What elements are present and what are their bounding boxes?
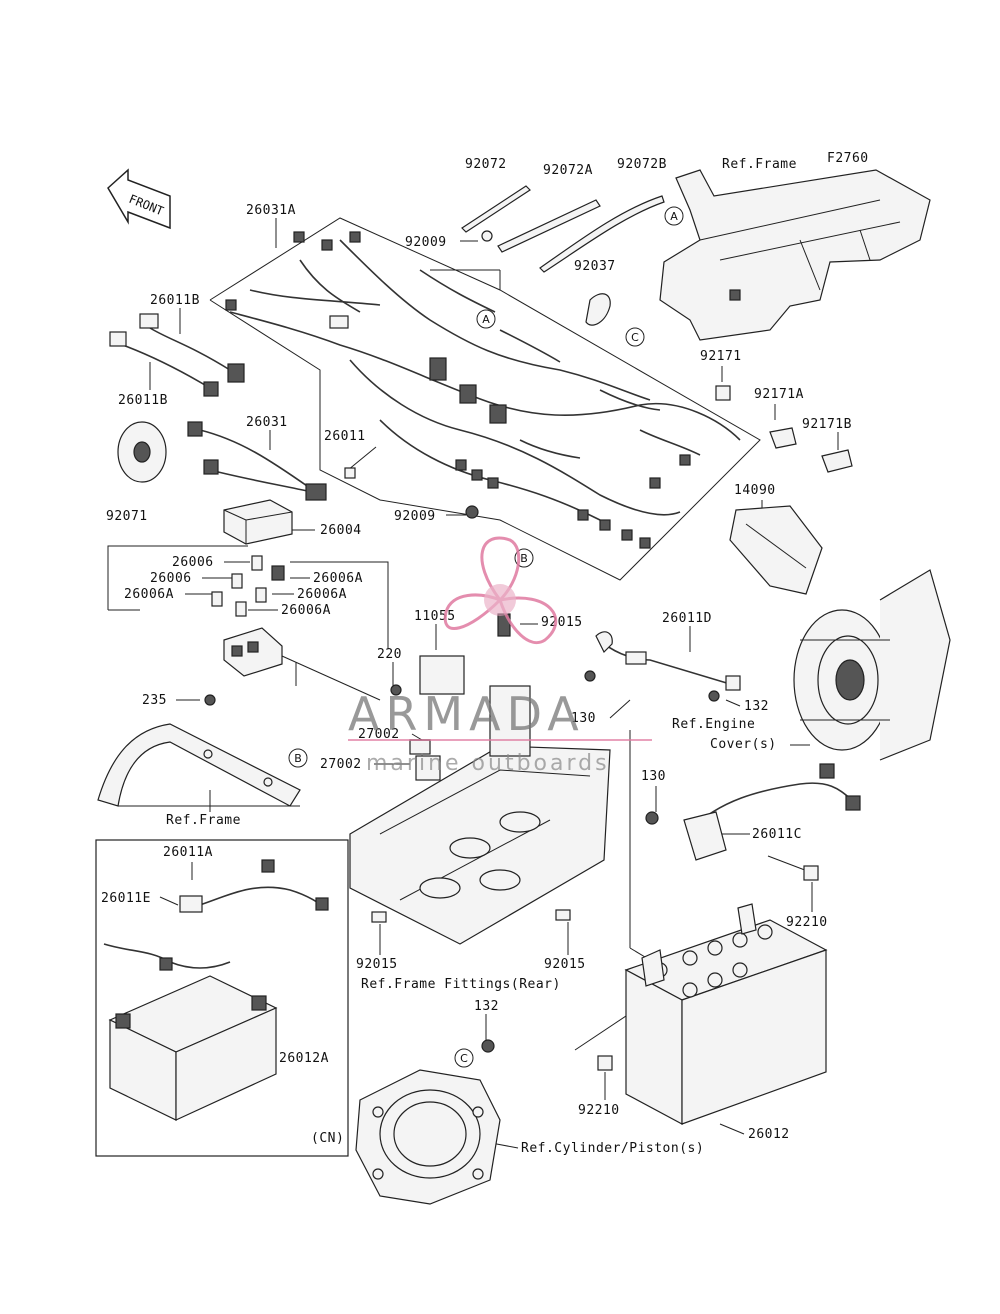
- label-26006-a: 26006: [172, 555, 214, 570]
- label-cn: (CN): [311, 1131, 344, 1146]
- label-26012A: 26012A: [279, 1051, 329, 1066]
- label-92210-a: 92210: [786, 915, 828, 930]
- callout-C-2: C: [454, 1048, 474, 1068]
- label-26006A-4: 26006A: [281, 603, 331, 618]
- cable-ties: [461, 185, 665, 326]
- label-92009-mid: 92009: [394, 509, 436, 524]
- cylinder-ref: [355, 1069, 501, 1205]
- svg-text:B: B: [294, 752, 302, 765]
- cover-14090: [729, 505, 823, 595]
- label-26011: 26011: [324, 429, 366, 444]
- label-92171A: 92171A: [754, 387, 804, 402]
- nut-92210-top: [803, 865, 819, 881]
- label-cover: Cover(s): [710, 737, 777, 752]
- label-132-a: 132: [744, 699, 769, 714]
- engine-cover: [793, 569, 951, 761]
- fuse-box: [204, 627, 381, 706]
- front-arrow-icon: FRONT: [107, 168, 171, 230]
- label-26006A-2: 26006A: [313, 571, 363, 586]
- label-130-a: 130: [571, 711, 596, 726]
- label-27002-a: 27002: [358, 727, 400, 742]
- callout-C-1: C: [625, 327, 645, 347]
- label-92071: 92071: [106, 509, 148, 524]
- sub-harness-26031: [187, 421, 327, 501]
- fuses-26006: [211, 555, 285, 617]
- label-92072A: 92072A: [543, 163, 593, 178]
- label-92015-top: 92015: [541, 615, 583, 630]
- watermark-tagline: marine outboards: [366, 751, 610, 776]
- label-14090: 14090: [734, 483, 776, 498]
- bolt-130: [645, 811, 659, 825]
- grommet-92071: [117, 421, 167, 483]
- nut-92210-bottom: [597, 1055, 613, 1071]
- callout-A-1: A: [476, 309, 496, 329]
- battery-26012: [624, 903, 828, 1126]
- leader-lines: [149, 218, 839, 1149]
- clips-92171: [715, 385, 853, 473]
- label-26031A: 26031A: [246, 203, 296, 218]
- figure-code: F2760: [827, 151, 869, 166]
- label-92072: 92072: [465, 157, 507, 172]
- bolt-220: [390, 684, 402, 696]
- label-92037: 92037: [574, 259, 616, 274]
- label-132-b: 132: [474, 999, 499, 1014]
- label-92015-b: 92015: [544, 957, 586, 972]
- sub-harness-26011B: [109, 313, 245, 397]
- label-26004: 26004: [320, 523, 362, 538]
- label-235: 235: [142, 693, 167, 708]
- svg-text:A: A: [670, 210, 678, 223]
- watermark-brand: ARMADA: [348, 687, 585, 741]
- label-220: 220: [377, 647, 402, 662]
- label-ref-frame-mid: Ref.Frame: [166, 813, 241, 828]
- label-26011B-bottom: 26011B: [118, 393, 168, 408]
- label-26006A-1: 26006A: [124, 587, 174, 602]
- label-92210-b: 92210: [578, 1103, 620, 1118]
- label-26031: 26031: [246, 415, 288, 430]
- bolt-132-top: [708, 690, 720, 702]
- bolt-92009: [465, 505, 479, 519]
- svg-text:C: C: [460, 1052, 468, 1065]
- svg-text:A: A: [482, 313, 490, 326]
- bolt-132: [481, 1039, 495, 1053]
- label-26011B-top: 26011B: [150, 293, 200, 308]
- svg-text:B: B: [520, 552, 528, 565]
- watermark: ARMADA marine outboards: [348, 536, 652, 776]
- label-ref-frame-top: Ref.Frame: [722, 157, 797, 172]
- label-ref-cylinder: Ref.Cylinder/Piston(s): [521, 1141, 704, 1156]
- frame-top-right: [659, 169, 931, 341]
- svg-text:C: C: [631, 331, 639, 344]
- callout-A-2: A: [664, 206, 684, 226]
- label-26011E: 26011E: [101, 891, 151, 906]
- label-11055: 11055: [414, 609, 456, 624]
- label-ref-engine: Ref.Engine: [672, 717, 755, 732]
- battery-26012A: [103, 859, 329, 1121]
- propeller-logo-icon: [443, 536, 558, 644]
- label-92015-a: 92015: [356, 957, 398, 972]
- fuse-group-bracket: [107, 545, 389, 648]
- cable-26011C: [683, 763, 861, 861]
- label-26011D: 26011D: [662, 611, 712, 626]
- label-130-b: 130: [641, 769, 666, 784]
- label-92009-top: 92009: [405, 235, 447, 250]
- main-harness-26031A: [209, 217, 761, 581]
- bolt-130-top: [584, 670, 596, 682]
- cn-variant-box: [95, 839, 349, 1157]
- label-92171B: 92171B: [802, 417, 852, 432]
- callout-B-2: B: [288, 748, 308, 768]
- label-92171: 92171: [700, 349, 742, 364]
- label-26011A: 26011A: [163, 845, 213, 860]
- label-ref-frame-fittings: Ref.Frame Fittings(Rear): [361, 977, 561, 992]
- label-26006A-3: 26006A: [297, 587, 347, 602]
- label-92072B: 92072B: [617, 157, 667, 172]
- cable-26011D: [595, 631, 741, 691]
- frame-middle-left: [97, 723, 301, 807]
- label-27002-b: 27002: [320, 757, 362, 772]
- label-26011C: 26011C: [752, 827, 802, 842]
- label-26006-b: 26006: [150, 571, 192, 586]
- relay-26004: [223, 499, 293, 545]
- label-26012: 26012: [748, 1127, 790, 1142]
- battery-tray: [349, 613, 611, 945]
